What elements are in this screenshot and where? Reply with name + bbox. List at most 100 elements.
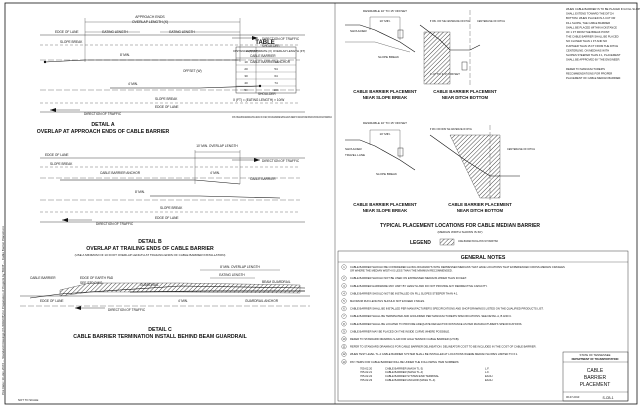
svg-text:50: 50 (244, 88, 248, 92)
svg-text:LEGEND: LEGEND (410, 240, 431, 246)
placement-panel-ditch-1: 8' MIN. OFF THE CENTERLINE OF DITCH CENT… (419, 10, 505, 100)
svg-text:DIRECTION OF TRAFFIC: DIRECTION OF TRAFFIC (262, 159, 300, 163)
table-formula: X (FT) = (EATING LENGTH) × 10/W (233, 98, 284, 102)
general-note: MAXIMUM RUN LENGTHS SHOULD NOT EXCEED 3 … (350, 299, 425, 303)
note-number: 10 (343, 337, 346, 341)
panel-2-subtitle: NEAR DITCH BOTTOM (442, 95, 489, 100)
note-number-marker (341, 298, 347, 304)
pay-item-cell: 705-02.21 (360, 370, 373, 374)
placement-section-caption: (MEDIAN WIDTH SHOWN IS 60') (437, 230, 482, 234)
general-note: CABLE BARRIER SHALL BE TERMINATED AND AN… (350, 314, 512, 318)
svg-text:104: 104 (273, 88, 278, 92)
detail-b-subtitle: OVERLAP AT TRAILING ENDS OF CABLE BARRIE… (86, 246, 214, 252)
general-note: CABLE BARRIER SHOULD NOT BE INSTALLED ON… (350, 291, 458, 295)
placement-section-title: TYPICAL PLACEMENT LOCATIONS FOR CABLE ME… (380, 223, 540, 229)
svg-text:8' MIN. OVERLAP LENGTH: 8' MIN. OVERLAP LENGTH (220, 265, 260, 269)
sheet-border (4, 2, 638, 405)
right-notes: WHEN CABLE BARRIER IS TO BE PLACED IN A … (566, 7, 640, 80)
overlap-table: TABLE DISTANCE (X) (FT) APPROXIMATE (X) … (232, 40, 332, 119)
right-note-line: PLACEMENT OF CABLE MEDIAN BARRIER. (566, 76, 621, 80)
svg-text:APPROXIMATE (X) OVERLAP LENGTH: APPROXIMATE (X) OVERLAP LENGTH (FT) (247, 49, 306, 53)
note-number-marker (341, 313, 347, 319)
svg-text:DESIRABLE 10' TO 15' OFFSET: DESIRABLE 10' TO 15' OFFSET (363, 121, 407, 125)
svg-text:OFFSET (W): OFFSET (W) (183, 69, 202, 73)
right-note-line: FURTHER THAN 15 FT FROM THE DITCH (566, 44, 618, 48)
pay-item-cell: EACH (485, 378, 493, 382)
right-note-line: RECOMMENDATIONS FOR PROPER (566, 71, 612, 75)
svg-text:EDGE OF LANE: EDGE OF LANE (155, 216, 179, 220)
detail-c-subtitle: CABLE BARRIER TERMINATION INSTALL BEHIND… (73, 334, 247, 340)
right-note-line: OF 1 FT FROM THE BREAK POINT. (566, 30, 610, 34)
svg-text:8' MIN. OFF FROM THE CENTERLIN: 8' MIN. OFF FROM THE CENTERLINE OF DITCH (430, 127, 472, 131)
right-note-line: THE CABLE BARRIER SHALL BE PLACED (566, 35, 619, 39)
right-note-line: BOTTOM. WHEN PLACED IN A CUT OR (566, 16, 615, 20)
svg-text:EATING LENGTH: EATING LENGTH (169, 30, 195, 34)
note-number: 5 (343, 299, 345, 303)
table-title: TABLE (255, 40, 275, 46)
right-note-line: SLOPES STEEPER THAN 4:1, PLACEMENT (566, 53, 621, 57)
svg-text:DIRECTION OF TRAFFIC: DIRECTION OF TRAFFIC (96, 222, 134, 226)
side-margin-text: Plot Date: 10-Jan-2023 ... Standard Draw… (1, 226, 5, 395)
svg-text:8' MIN. OFF THE CENTERLINE OF: 8' MIN. OFF THE CENTERLINE OF DITCH (430, 19, 470, 23)
svg-text:EDGE OF EARTH PAD: EDGE OF EARTH PAD (80, 276, 114, 280)
svg-text:STATE OF TENNESSEE: STATE OF TENNESSEE (580, 353, 611, 357)
svg-text:DIRECTION OF TRAFFIC: DIRECTION OF TRAFFIC (262, 37, 300, 41)
svg-text:GUARDRAIL ANCHOR: GUARDRAIL ANCHOR (245, 299, 279, 303)
note-number: 13 (343, 360, 346, 364)
detail-a-title: DETAIL A (91, 122, 114, 128)
panel-2-title: CABLE BARRIER PLACEMENT (433, 89, 497, 94)
svg-text:CABLE BARRIER INSTALLATION NOT: CABLE BARRIER INSTALLATION NOT PERMITTED (458, 239, 498, 243)
svg-text:OVERLAP LENGTH (X): OVERLAP LENGTH (X) (132, 20, 168, 24)
general-note: CABLE BARRIER SHALL BE INSTALLED PER MAN… (350, 307, 544, 311)
pay-item-cell: CABLE BARRIER (MASH TL-4) (385, 370, 423, 374)
svg-text:TRAVEL LANE: TRAVEL LANE (345, 153, 365, 157)
note-number-marker (341, 336, 347, 342)
svg-text:44: 44 (274, 60, 278, 64)
general-notes-title: GENERAL NOTES (461, 255, 506, 261)
svg-text:SLOPE BREAK: SLOPE BREAK (155, 97, 178, 101)
svg-text:SLOPE BREAK: SLOPE BREAK (50, 162, 73, 166)
svg-text:CABLE BARRIER ANCHOR: CABLE BARRIER ANCHOR (250, 60, 291, 64)
note-number: 3 (343, 284, 345, 288)
svg-text:SHOULDER: SHOULDER (258, 92, 276, 96)
svg-text:CABLE BARRIER: CABLE BARRIER (250, 177, 276, 181)
panel-4-title: CABLE BARRIER PLACEMENT (448, 202, 512, 207)
svg-text:SLOPE BREAK: SLOPE BREAK (160, 206, 183, 210)
right-note-line: CENTERLINE. ON MEDIANS WITH (566, 48, 609, 52)
svg-text:64: 64 (274, 74, 278, 78)
svg-text:10' MIN.: 10' MIN. (379, 19, 390, 23)
note-number-marker (341, 328, 347, 334)
svg-text:APPROACH ENDS: APPROACH ENDS (135, 15, 165, 19)
detail-b: 10' MIN. OVERLAP LENGTH EDGE OF LANE DIR… (40, 144, 305, 257)
right-note-line: FILL SLOPE, THE CABLE BARRIER (566, 21, 610, 25)
svg-text:CABLE: CABLE (587, 368, 604, 374)
svg-text:54: 54 (274, 67, 278, 71)
svg-text:EDGE OF LANE: EDGE OF LANE (45, 153, 69, 157)
general-note: CABLE BARRIER SHOULD NOT BE USED ON EXPR… (350, 276, 467, 280)
svg-text:CABLE BARRIER ANCHOR: CABLE BARRIER ANCHOR (100, 171, 141, 175)
general-note: CABLE BARRIER SHOULD BE CONSIDERED ALONG… (350, 265, 565, 273)
svg-text:CENTERLINE OF DITCH: CENTERLINE OF DITCH (507, 147, 535, 151)
pay-item-cell: CABLE BARRIER (MASH TL-3) (385, 366, 423, 370)
panel-1-title: CABLE BARRIER PLACEMENT (353, 89, 417, 94)
svg-text:EDGE OF LANE: EDGE OF LANE (55, 30, 79, 34)
note-number: 2 (343, 276, 345, 280)
general-note: CABLE BARRIER SHALL BE LOCATED TO PROVID… (350, 322, 522, 326)
svg-text:DISTANCE (X) (FT): DISTANCE (X) (FT) (233, 49, 258, 53)
svg-text:GUARDRAIL: GUARDRAIL (140, 283, 159, 287)
svg-text:BEAM GUARDRAIL: BEAM GUARDRAIL (262, 280, 291, 284)
svg-text:74: 74 (274, 81, 278, 85)
not-to-scale: NOT TO SCALE (18, 398, 38, 402)
svg-text:SHOULDER: SHOULDER (262, 44, 280, 48)
note-number-marker (341, 264, 347, 270)
general-note: CABLE BARRIER MAY BE PLACED ON THE INSID… (350, 329, 450, 333)
note-number: 11 (343, 345, 346, 349)
legend: LEGEND CABLE BARRIER INSTALLATION NOT PE… (410, 238, 498, 246)
detail-a: APPROACH ENDS OVERLAP LENGTH (X) EATING … (37, 15, 305, 135)
note-number: 4 (343, 291, 345, 295)
svg-text:CABLE BARRIER: CABLE BARRIER (30, 276, 56, 280)
svg-text:EDGE OF LANE: EDGE OF LANE (155, 105, 179, 109)
general-note: WHEN TEST LEVEL TL-4 CABLE BARRIER SYSTE… (350, 352, 518, 356)
pay-item-cell: CABLE BARRIER ANCHOR (MASH TL-4) (385, 378, 435, 382)
